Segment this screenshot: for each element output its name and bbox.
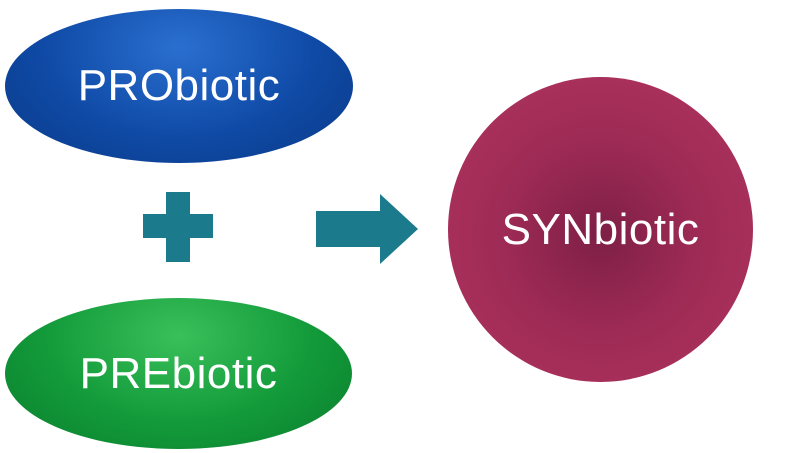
arrow-shape [316, 194, 418, 264]
probiotic-label: PRObiotic [77, 61, 281, 110]
plus-icon [143, 192, 213, 262]
plus-vertical-bar [166, 192, 190, 262]
synbiotic-circle: SYNbiotic [448, 77, 753, 382]
synbiotic-label: SYNbiotic [501, 204, 700, 254]
prebiotic-label: PREbiotic [79, 348, 278, 398]
arrow-right-icon [316, 194, 418, 264]
prebiotic-ellipse: PREbiotic [5, 298, 352, 449]
probiotic-ellipse: PRObiotic [5, 9, 353, 163]
